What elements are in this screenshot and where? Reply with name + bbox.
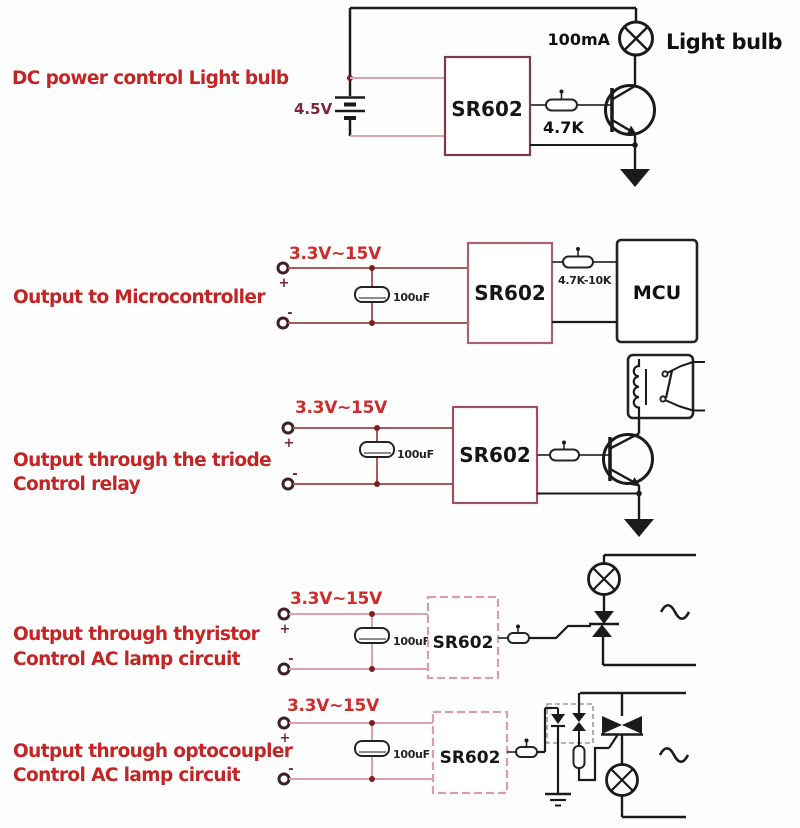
section-heading-line2: Control AC lamp circuit (13, 649, 241, 670)
minus-label: - (292, 467, 297, 482)
section-thyristor: Output through thyristor Control AC lamp… (13, 553, 696, 680)
junction-dot (369, 776, 375, 782)
junction-dot (369, 666, 375, 672)
ac-bottom-wire (620, 796, 686, 819)
load-label: Light bulb (666, 30, 782, 54)
plus-label: + (284, 436, 295, 451)
voltage-label: 3.3V~15V (289, 244, 382, 264)
filter-capacitor-icon (354, 627, 390, 644)
minus-label: - (287, 306, 292, 321)
lamp-icon (587, 562, 621, 596)
filter-capacitor-icon (359, 441, 395, 458)
gate-resistor-icon (572, 745, 586, 769)
section-heading-line1: Output through the triode (13, 450, 271, 471)
sr602-label: SR602 (440, 748, 501, 768)
resistor-label: 4.7K (543, 118, 584, 137)
ac-source-icon (659, 603, 691, 621)
section-heading-line1: Output through thyristor (13, 624, 261, 645)
junction-dot (369, 265, 375, 271)
junction-dot (374, 481, 380, 487)
ac-source-icon (658, 746, 690, 764)
voltage-label: 3.3V~15V (295, 398, 388, 418)
section-relay: Output through the triode Control relay … (13, 353, 705, 537)
capacitor-label: 100uF (393, 748, 430, 761)
supply-wires (288, 267, 468, 324)
resistor-icon (507, 624, 530, 644)
gate-wire-2 (529, 624, 591, 640)
junction-dot (369, 320, 375, 326)
resistor-icon (562, 247, 594, 269)
terminal-positive (277, 716, 291, 730)
sr602-label: SR602 (451, 97, 523, 121)
minus-label: - (288, 652, 293, 667)
terminal-positive (281, 421, 295, 435)
section-heading-line2: Control AC lamp circuit (13, 765, 241, 786)
ground-icon (620, 169, 650, 187)
section-heading: Output to Microcontroller (13, 287, 266, 308)
plus-label: + (280, 622, 291, 637)
section-heading-line1: Output through optocoupler (13, 741, 294, 762)
triac-icon (601, 693, 643, 765)
light-bulb-icon (618, 20, 654, 57)
sr602-label: SR602 (459, 443, 531, 467)
relay-icon (626, 353, 705, 420)
sr602-box (451, 405, 539, 505)
lamp-icon (605, 763, 639, 797)
sr602-label: SR602 (433, 633, 494, 653)
section-heading-line2: Control relay (13, 474, 141, 495)
supply-wires (289, 722, 433, 780)
capacitor-label: 100uF (393, 291, 430, 304)
optocoupler-icon (546, 703, 594, 746)
filter-capacitor-icon (354, 286, 390, 303)
sr602-box (426, 595, 500, 680)
section-optocoupler: Output through optocoupler Control AC la… (13, 691, 690, 819)
gate-wire (577, 734, 619, 782)
mcu-label: MCU (633, 282, 681, 304)
resistor-label: 4.7K-10K (558, 274, 612, 287)
terminal-positive (277, 607, 291, 621)
module-supply-wires (350, 77, 445, 137)
resistor-icon (545, 89, 578, 112)
junction-dot (369, 720, 375, 726)
filter-capacitor-icon (354, 740, 390, 757)
sr602-label: SR602 (474, 281, 546, 305)
current-label: 100mA (548, 30, 611, 49)
minus-label: - (288, 762, 293, 777)
battery-icon (335, 96, 365, 120)
capacitor-label: 100uF (397, 448, 434, 461)
triac-icon (589, 594, 619, 665)
section-heading: DC power control Light bulb (12, 68, 289, 89)
voltage-label: 4.5V (294, 100, 333, 118)
ground-icon (545, 792, 571, 807)
resistor-icon (515, 738, 538, 758)
section-dc-power: DC power control Light bulb 4.5V SR602 4… (12, 6, 783, 187)
supply-wires (289, 613, 428, 670)
section-microcontroller: Output to Microcontroller 3.3V~15V + - 1… (13, 238, 699, 345)
led-drive-wire (537, 706, 552, 754)
ground-icon (624, 519, 654, 537)
sr602-box (431, 710, 509, 795)
npn-transistor-icon (604, 55, 656, 136)
plus-label: + (280, 731, 291, 746)
power-wire (348, 6, 638, 136)
resistor-icon (549, 440, 580, 462)
voltage-label: 3.3V~15V (290, 589, 383, 609)
sr602-box (443, 55, 532, 157)
supply-wires (293, 427, 453, 485)
capacitor-label: 100uF (393, 635, 430, 648)
voltage-label: 3.3V~15V (287, 696, 380, 716)
ac-top-wire (602, 553, 696, 564)
junction-dot (369, 611, 375, 617)
sr602-box (466, 241, 554, 345)
plus-label: + (279, 276, 290, 291)
npn-transistor-icon (602, 418, 654, 487)
mcu-box (615, 238, 699, 344)
junction-dot (374, 425, 380, 431)
terminal-positive (276, 261, 290, 275)
